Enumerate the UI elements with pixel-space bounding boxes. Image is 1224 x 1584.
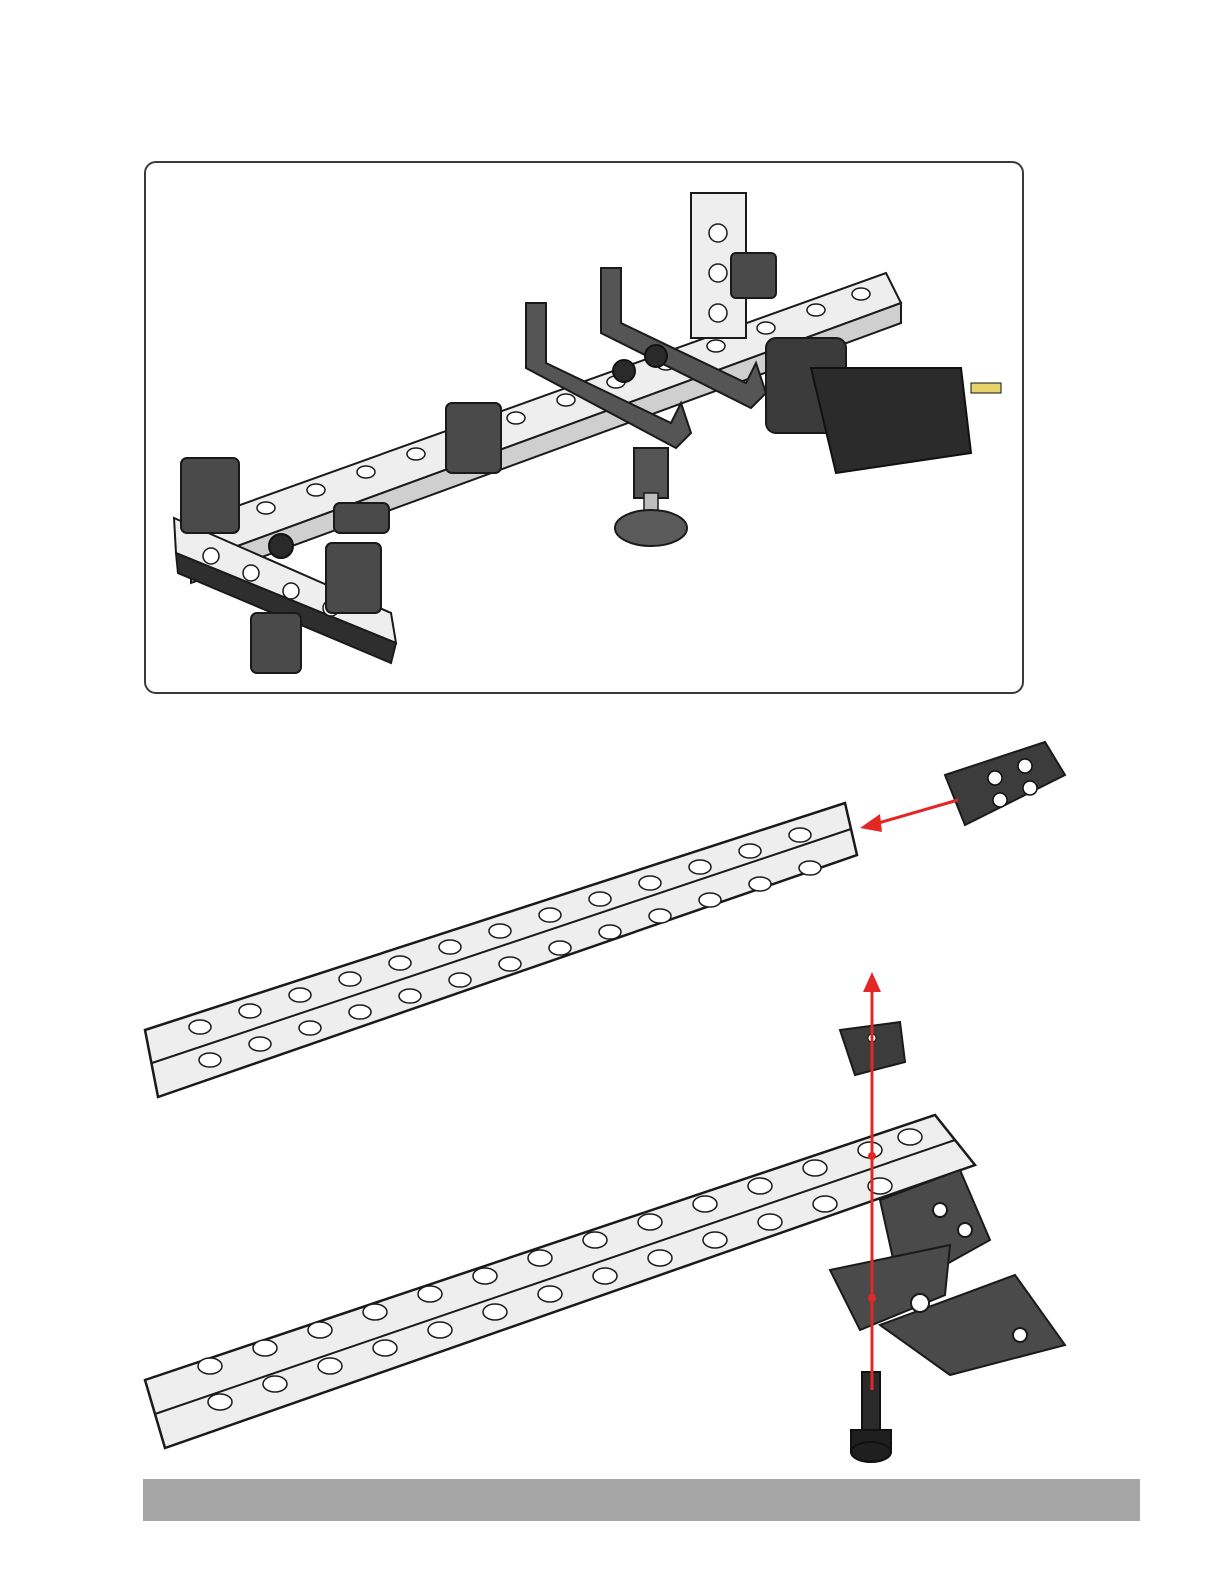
coupler-insert-arrow — [860, 800, 958, 832]
exploded-steps — [0, 700, 1224, 1480]
beam-coupler-part — [945, 742, 1065, 825]
footer-bar — [143, 1479, 1140, 1521]
servo-motor — [766, 338, 1001, 473]
overview-panel — [144, 161, 1024, 694]
thumb-knob — [269, 534, 293, 558]
pivot-post — [615, 448, 687, 546]
assembled-arm-illustration — [146, 163, 1024, 694]
